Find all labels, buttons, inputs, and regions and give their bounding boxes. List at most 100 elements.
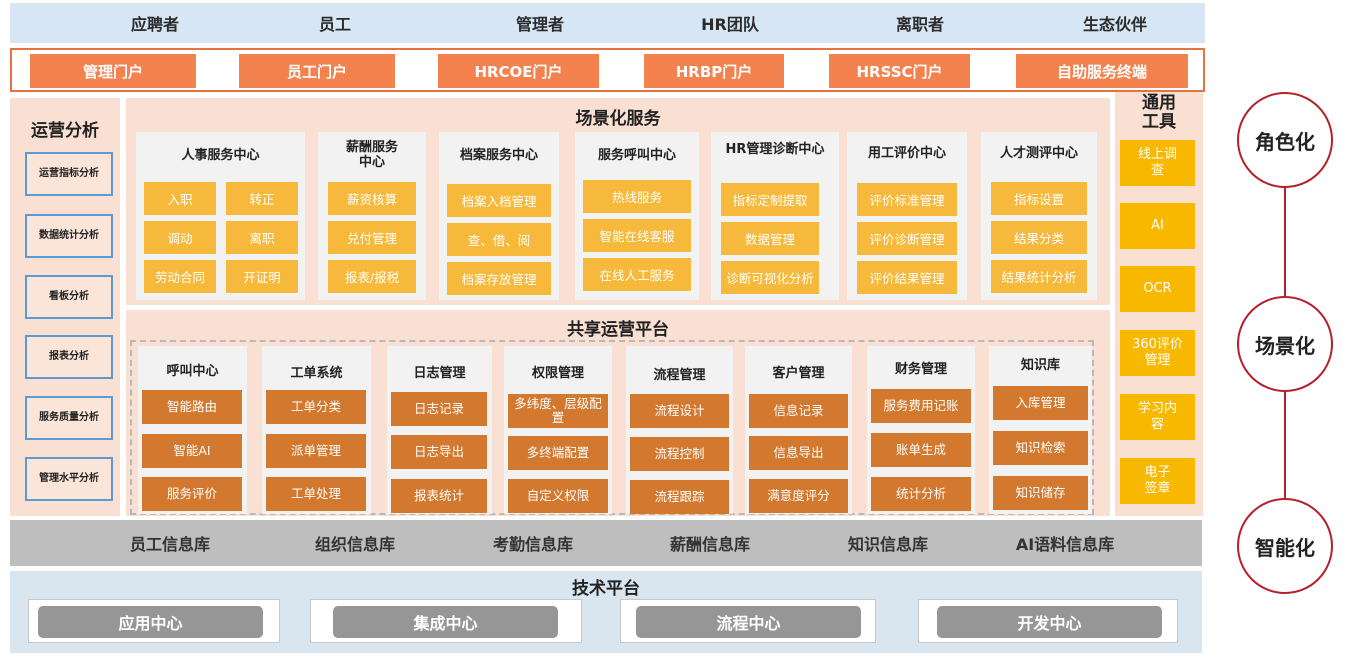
service-center-title: 人事服务中心	[181, 148, 260, 163]
service-button[interactable]: 智能在线客服	[583, 219, 691, 252]
tool-button[interactable]: 360评价管理	[1120, 330, 1195, 376]
platform-button[interactable]: 账单生成	[871, 433, 971, 467]
platform-button[interactable]: 流程控制	[630, 437, 729, 471]
platform-button[interactable]: 多终端配置	[508, 436, 608, 470]
service-button[interactable]: 在线人工服务	[583, 258, 691, 291]
platform-button[interactable]: 智能路由	[142, 390, 242, 424]
tool-button[interactable]: 电子签章	[1120, 458, 1195, 504]
portal-hrssc[interactable]: HRSSC门户	[829, 54, 970, 88]
platform-button[interactable]: 知识检索	[993, 431, 1088, 465]
service-button[interactable]: 开证明	[226, 260, 298, 293]
tech-frame: 应用中心	[28, 599, 280, 643]
service-button[interactable]: 离职	[226, 221, 298, 254]
tech-frame: 流程中心	[620, 599, 876, 643]
platform-module-card: 流程管理 流程设计 流程控制 流程跟踪	[626, 346, 733, 514]
ops-item[interactable]: 运营指标分析	[25, 152, 113, 196]
tech-button-app-center[interactable]: 应用中心	[38, 606, 263, 638]
tool-button[interactable]: AI	[1120, 203, 1195, 249]
ops-item[interactable]: 数据统计分析	[25, 214, 113, 258]
tool-button[interactable]: 学习内容	[1120, 394, 1195, 440]
platform-button[interactable]: 派单管理	[266, 434, 366, 468]
platform-button[interactable]: 信息记录	[749, 394, 848, 428]
tech-button-dev-center[interactable]: 开发中心	[937, 606, 1162, 638]
ops-analysis-panel: 运营分析 运营指标分析 数据统计分析 看板分析 报表分析 服务质量分析 管理水平…	[10, 98, 120, 516]
platform-module-title: 日志管理	[413, 366, 466, 381]
service-button[interactable]: 诊断可视化分析	[721, 261, 819, 294]
service-button[interactable]: 兑付管理	[328, 221, 416, 254]
ops-item[interactable]: 服务质量分析	[25, 396, 113, 440]
pillar-role: 角色化	[1237, 92, 1333, 188]
database-item: 知识信息库	[847, 535, 928, 554]
tools-panel: 通用工具 线上调查 AI OCR 360评价管理 学习内容 电子签章	[1115, 92, 1203, 516]
tech-frame: 开发中心	[918, 599, 1178, 643]
shared-platform-frame	[130, 340, 1094, 515]
portal-employee[interactable]: 员工门户	[239, 54, 395, 88]
platform-button[interactable]: 统计分析	[871, 477, 971, 511]
roles-bar: 应聘者 员工 管理者 HR团队 离职者 生态伙伴	[10, 3, 1205, 43]
platform-module-card: 财务管理 服务费用记账 账单生成 统计分析	[867, 346, 975, 514]
service-button[interactable]: 调动	[144, 221, 216, 254]
platform-button[interactable]: 入库管理	[993, 386, 1088, 420]
ops-item[interactable]: 报表分析	[25, 335, 113, 379]
platform-button[interactable]: 流程跟踪	[630, 480, 729, 514]
tool-button[interactable]: 线上调查	[1120, 140, 1195, 186]
platform-module-title: 知识库	[1020, 358, 1060, 373]
service-center-card: 人才测评中心 指标设置 结果分类 结果统计分析	[981, 132, 1097, 300]
platform-button[interactable]: 工单处理	[266, 477, 366, 511]
platform-button[interactable]: 知识储存	[993, 476, 1088, 510]
platform-button[interactable]: 工单分类	[266, 390, 366, 424]
service-button[interactable]: 结果分类	[991, 221, 1087, 254]
service-button[interactable]: 转正	[226, 182, 298, 215]
service-button[interactable]: 档案存放管理	[447, 262, 551, 295]
service-button[interactable]: 报表/报税	[328, 260, 416, 293]
database-item: 员工信息库	[129, 535, 210, 554]
service-button[interactable]: 评价结果管理	[857, 261, 957, 294]
platform-module-card: 知识库 入库管理 知识检索 知识储存	[989, 346, 1092, 514]
portals-bar: 管理门户 员工门户 HRCOE门户 HRBP门户 HRSSC门户 自助服务终端	[10, 48, 1205, 92]
platform-module-card: 权限管理 多纬度、层级配置 多终端配置 自定义权限	[504, 346, 612, 514]
service-center-card: HR管理诊断中心 指标定制提取 数据管理 诊断可视化分析	[711, 132, 839, 300]
portal-hrbp[interactable]: HRBP门户	[644, 54, 784, 88]
service-button[interactable]: 入职	[144, 182, 216, 215]
platform-button[interactable]: 日志导出	[391, 435, 487, 469]
platform-module-title: 权限管理	[531, 366, 584, 381]
service-button[interactable]: 评价诊断管理	[857, 222, 957, 255]
platform-button[interactable]: 服务评价	[142, 477, 242, 511]
platform-button[interactable]: 报表统计	[391, 479, 487, 513]
platform-button[interactable]: 服务费用记账	[871, 389, 971, 423]
portal-hrcoe[interactable]: HRCOE门户	[438, 54, 599, 88]
service-button[interactable]: 结果统计分析	[991, 260, 1087, 293]
service-button[interactable]: 热线服务	[583, 180, 691, 213]
service-button[interactable]: 档案入档管理	[447, 184, 551, 217]
portal-management[interactable]: 管理门户	[30, 54, 196, 88]
service-button[interactable]: 查、借、阅	[447, 223, 551, 256]
service-button[interactable]: 评价标准管理	[857, 183, 957, 216]
tech-button-process-center[interactable]: 流程中心	[636, 606, 861, 638]
ops-analysis-title: 运营分析	[31, 121, 99, 141]
platform-button[interactable]: 日志记录	[391, 392, 487, 426]
tool-button[interactable]: OCR	[1120, 266, 1195, 312]
service-center-title: HR管理诊断中心	[725, 142, 825, 157]
tech-button-integration-center[interactable]: 集成中心	[333, 606, 558, 638]
platform-button[interactable]: 自定义权限	[508, 479, 608, 513]
service-button[interactable]: 薪资核算	[328, 182, 416, 215]
service-center-card: 薪酬服务中心 薪资核算 兑付管理 报表/报税	[318, 132, 426, 300]
service-center-title: 用工评价中心	[867, 146, 946, 161]
service-button[interactable]: 劳动合同	[144, 260, 216, 293]
shared-platform-panel: 共享运营平台 呼叫中心 智能路由 智能AI 服务评价 工单系统 工单分类 派单管…	[126, 310, 1110, 516]
portal-self-service[interactable]: 自助服务终端	[1016, 54, 1188, 88]
service-button[interactable]: 指标设置	[991, 182, 1087, 215]
platform-button[interactable]: 多纬度、层级配置	[508, 394, 608, 428]
tech-platform-panel: 技术平台 应用中心 集成中心 流程中心 开发中心	[10, 571, 1202, 653]
platform-button[interactable]: 流程设计	[630, 394, 729, 428]
service-button[interactable]: 指标定制提取	[721, 183, 819, 216]
role-employee: 员工	[318, 15, 351, 34]
platform-button[interactable]: 信息导出	[749, 436, 848, 470]
service-button[interactable]: 数据管理	[721, 222, 819, 255]
service-center-card: 服务呼叫中心 热线服务 智能在线客服 在线人工服务	[575, 132, 699, 300]
service-center-card: 人事服务中心 入职 转正 调动 离职 劳动合同 开证明	[136, 132, 305, 300]
ops-item[interactable]: 看板分析	[25, 275, 113, 319]
platform-button[interactable]: 智能AI	[142, 434, 242, 468]
ops-item[interactable]: 管理水平分析	[25, 457, 113, 501]
platform-button[interactable]: 满意度评分	[749, 479, 848, 513]
